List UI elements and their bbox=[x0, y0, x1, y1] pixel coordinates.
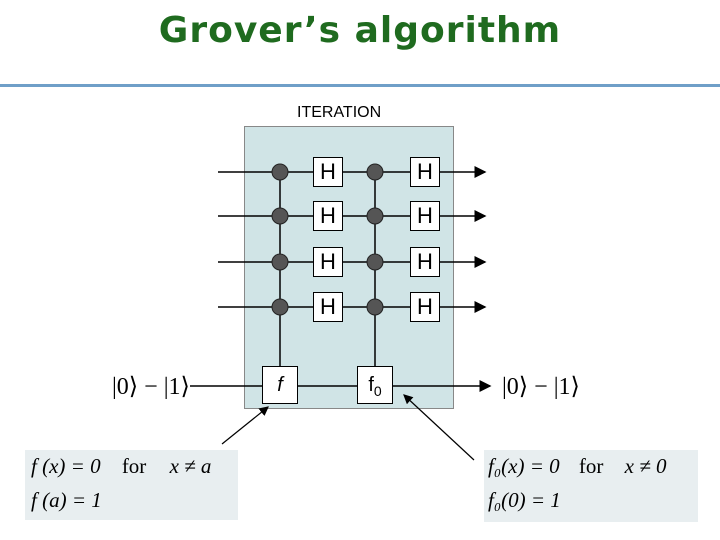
oracle-def-cond: x ≠ a bbox=[169, 454, 212, 478]
oracle-def-for: for bbox=[121, 454, 147, 478]
reflection-def-cond: x ≠ 0 bbox=[624, 454, 667, 478]
control-dot bbox=[366, 298, 384, 316]
hadamard-gate: H bbox=[313, 157, 343, 187]
output-state: |0⟩ − |1⟩ bbox=[502, 374, 580, 400]
oracle-pointer-arrow bbox=[221, 406, 269, 445]
control-dot bbox=[366, 253, 384, 271]
iteration-label: ITERATION bbox=[297, 104, 382, 121]
hadamard-gate: H bbox=[313, 201, 343, 231]
hadamard-gate: H bbox=[410, 157, 440, 187]
input-state: |0⟩ − |1⟩ bbox=[112, 374, 190, 400]
page-title: Grover’s algorithm bbox=[158, 10, 562, 51]
oracle-def-line1: f (x) = 0 bbox=[31, 454, 101, 478]
control-dot bbox=[366, 207, 384, 225]
reflection-def-line1: f₀(x) = 0 bbox=[488, 454, 560, 478]
oracle-gate: f bbox=[262, 366, 298, 404]
hadamard-gate: H bbox=[410, 292, 440, 322]
reflection-gate: f0 bbox=[357, 366, 393, 404]
control-dot bbox=[271, 163, 289, 181]
control-dot bbox=[271, 298, 289, 316]
title-divider bbox=[0, 84, 720, 87]
control-dot bbox=[271, 207, 289, 225]
oracle-def-line2: f (a) = 1 bbox=[31, 488, 102, 512]
reflection-def-for: for bbox=[578, 454, 604, 478]
hadamard-gate: H bbox=[313, 292, 343, 322]
hadamard-gate: H bbox=[313, 247, 343, 277]
control-dot bbox=[271, 253, 289, 271]
reflection-def-line2: f₀(0) = 1 bbox=[488, 488, 561, 512]
hadamard-gate: H bbox=[410, 201, 440, 231]
reflection-definition: f₀(x) = 0 for x ≠ 0 f₀(0) = 1 bbox=[484, 450, 698, 522]
control-dot bbox=[366, 163, 384, 181]
control-dots bbox=[271, 163, 384, 316]
reflection-pointer-arrow bbox=[403, 394, 475, 461]
oracle-definition: f (x) = 0 for x ≠ a f (a) = 1 bbox=[25, 450, 238, 520]
hadamard-gate: H bbox=[410, 247, 440, 277]
